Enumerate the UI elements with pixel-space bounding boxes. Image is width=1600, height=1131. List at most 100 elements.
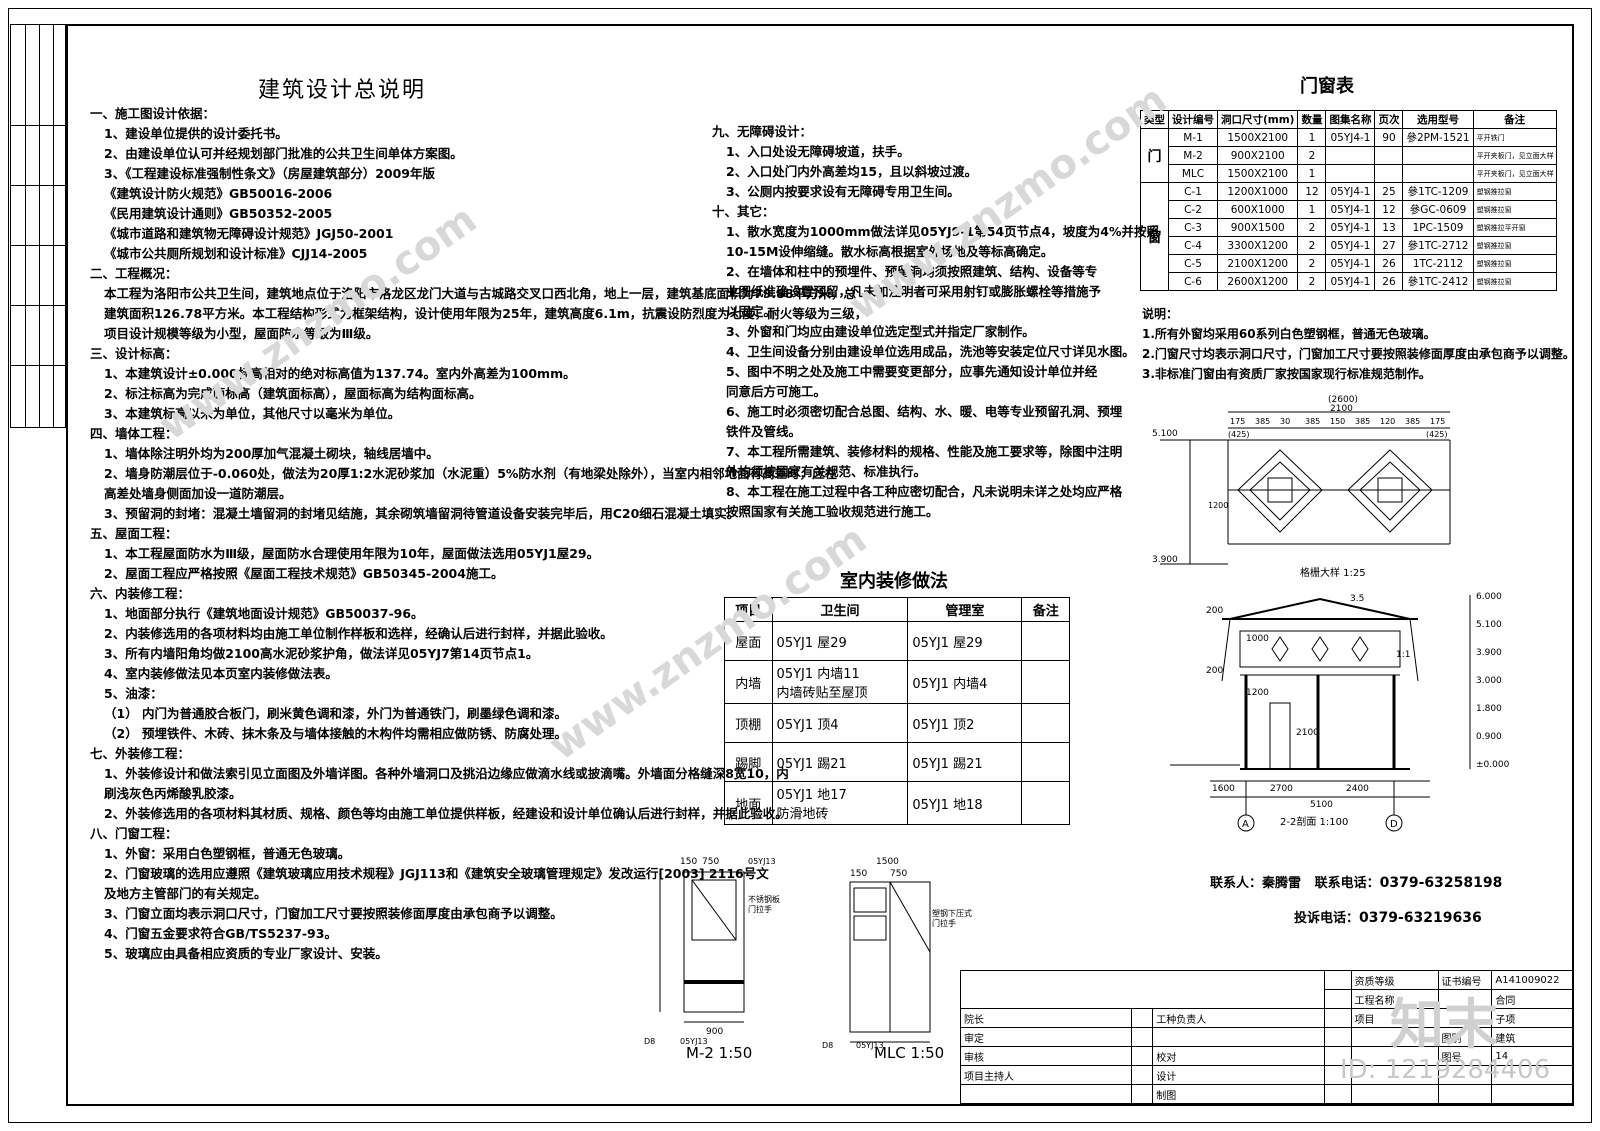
dw-cell: M-2 bbox=[1168, 146, 1218, 165]
m2-ref-2: D8 bbox=[644, 1037, 655, 1046]
text-line: （1） 内门为普通胶合板门，刷米黄色调和漆，外门为普通铁门，刷墨绿色调和漆。 bbox=[104, 706, 568, 721]
mlc-dim-1500: 1500 bbox=[876, 857, 899, 867]
dw-note: 2.门窗尺寸均表示洞口尺寸，门窗加工尺寸要按照装修面厚度由承包商予以调整。 bbox=[1142, 347, 1575, 361]
mlc-ref-2: 05YJ13 bbox=[856, 1041, 884, 1050]
grille-dim: 120 bbox=[1380, 417, 1395, 426]
door-window-title: 门窗表 bbox=[1300, 76, 1354, 97]
text-line: 1、墙体除注明外均为200厚加气混凝土砌块，轴线居墙中。 bbox=[104, 446, 439, 461]
finish-cell: 屋面 bbox=[724, 621, 773, 661]
dw-cell: 05YJ4-1 bbox=[1325, 218, 1376, 237]
section-dim-5100: 5100 bbox=[1310, 800, 1333, 810]
section-level: 5.100 bbox=[1476, 620, 1502, 630]
text-line: 2、内装修选用的各项材料均由施工单位制作样板和选样，经确认后进行封样，并据此验收… bbox=[104, 626, 613, 641]
dw-header: 洞口尺寸(mm) bbox=[1216, 110, 1299, 129]
text-line: 10-15M设伸缩缝。散水标高根据室外场地及等标高确定。 bbox=[726, 244, 1054, 259]
dw-cell: 1TC-2112 bbox=[1402, 254, 1474, 273]
text-line: 1、建设单位提供的设计委托书。 bbox=[104, 126, 288, 141]
mlc-note-1: 塑钢下压式 bbox=[932, 908, 972, 918]
role-draw: 制图 bbox=[1152, 1084, 1325, 1104]
dw-cell: MLC bbox=[1168, 164, 1218, 183]
door-mlc-elevation: 1500 150 750 塑钢下压式 门拉手 D8 05YJ13 MLC 1:5… bbox=[822, 857, 972, 1062]
finish-cell: 05YJ1 内墙4 bbox=[907, 660, 1023, 704]
text-line: 4、室内装修做法见本页室内装修做法表。 bbox=[104, 666, 338, 681]
dw-cell: 600X1000 bbox=[1216, 200, 1299, 219]
dw-cell: 參1TC-2712 bbox=[1402, 236, 1474, 255]
dw-cell: 平开夹板门，见立面大样 bbox=[1472, 146, 1557, 165]
dw-cell: 塑钢推拉窗 bbox=[1472, 182, 1557, 201]
text-line: 外均须按国家有关规范、标准执行。 bbox=[726, 464, 927, 479]
grille-dim: 385 bbox=[1255, 417, 1270, 426]
dw-cell: 1200X1000 bbox=[1216, 182, 1299, 201]
grille-dim: 385 bbox=[1355, 417, 1370, 426]
dw-cell: 3300X1200 bbox=[1216, 236, 1299, 255]
text-line: 《城市公共厕所规划和设计标准》CJJ14-2005 bbox=[104, 246, 368, 261]
finish-header: 管理室 bbox=[907, 597, 1023, 622]
text-line: 建筑面积126.78平方米。本工程结构形式为框架结构，设计使用年限为25年，建筑… bbox=[104, 306, 868, 321]
grille-dim-overall: (2600) bbox=[1328, 395, 1358, 405]
finish-cell: 05YJ1 地18 bbox=[907, 781, 1023, 825]
text-line: 2、在墙体和柱中的预埋件、预留洞均须按照建筑、结构、设备等专 bbox=[726, 264, 1098, 279]
dw-cell: 900X1500 bbox=[1216, 218, 1299, 237]
text-line: 项目设计规模等级为小型，屋面防水等级为Ⅲ级。 bbox=[104, 326, 379, 341]
grille-dim: 385 bbox=[1305, 417, 1320, 426]
dw-cell: 05YJ4-1 bbox=[1325, 254, 1376, 273]
design-notes-left: 一、施工图设计依据：1、建设单位提供的设计委托书。2、由建设单位认可并经规划部门… bbox=[90, 104, 867, 964]
dw-cell: 參GC-0609 bbox=[1402, 200, 1474, 219]
dw-cell: 12 bbox=[1297, 182, 1327, 201]
finish-cell: 地面 bbox=[724, 781, 773, 825]
section-dim-2700: 2700 bbox=[1270, 784, 1293, 794]
dw-cell bbox=[1402, 146, 1474, 165]
door-window-notes: 说明：1.所有外窗均采用60系列白色塑钢框，普通无色玻璃。2.门窗尺寸均表示洞口… bbox=[1142, 304, 1575, 384]
dw-cell: C-5 bbox=[1168, 254, 1218, 273]
grille-caption: 格栅大样 1:25 bbox=[1300, 566, 1366, 579]
grille-dim: 30 bbox=[1280, 417, 1290, 426]
text-line: 7、本工程所需建筑、装修材料的规格、性能及施工要求等，除图中注明 bbox=[726, 444, 1123, 459]
outer-border bbox=[8, 8, 1592, 1123]
dw-cell bbox=[1325, 146, 1376, 165]
section-dim-1600: 1600 bbox=[1212, 784, 1235, 794]
text-line: 3、公厕内按要求设有无障碍专用卫生间。 bbox=[726, 184, 960, 199]
section-dim-200b: 200 bbox=[1206, 666, 1223, 676]
finish-cell: 05YJ1 踢21 bbox=[771, 742, 909, 782]
grille-level-bottom: 3.900 bbox=[1152, 555, 1178, 565]
design-notes-middle: 九、无障碍设计：1、入口处设无障碍坡道，扶手。2、入口处门内外高差均15，且以斜… bbox=[712, 122, 1159, 522]
m2-caption: M-2 1:50 bbox=[686, 1044, 752, 1062]
mlc-dim-150: 150 bbox=[850, 869, 867, 879]
dw-cell: 90 bbox=[1374, 128, 1404, 147]
section-level: 6.000 bbox=[1476, 592, 1502, 602]
dw-cell bbox=[1374, 164, 1404, 183]
section-axis-d: D bbox=[1390, 819, 1398, 830]
dw-cell: 2 bbox=[1297, 236, 1327, 255]
finish-cell: 05YJ1 屋29 bbox=[907, 621, 1023, 661]
dw-note: 说明： bbox=[1142, 307, 1179, 321]
dw-type: 门 bbox=[1140, 128, 1169, 183]
dw-note: 3.非标准门窗由有资质厂家按国家现行标准规范制作。 bbox=[1142, 367, 1431, 381]
section-level: 3.900 bbox=[1476, 648, 1502, 658]
finish-cell: 内墙 bbox=[724, 660, 773, 704]
role-design: 设计 bbox=[1152, 1065, 1325, 1085]
dw-cell: 2100X1200 bbox=[1216, 254, 1299, 273]
finish-cell bbox=[1021, 742, 1070, 782]
text-line: 九、无障碍设计： bbox=[712, 124, 813, 139]
finish-cell: 踢脚 bbox=[724, 742, 773, 782]
text-line: 3、所有内墙阳角均做2100高水泥砂浆护角，做法详见05YJ7第14页节点1。 bbox=[104, 646, 539, 661]
text-line: 十、其它： bbox=[712, 204, 775, 219]
section-axis-a: A bbox=[1242, 819, 1249, 830]
role-lead: 工种负责人 bbox=[1152, 1008, 1325, 1028]
dw-header: 图集名称 bbox=[1325, 110, 1376, 129]
role-check: 校对 bbox=[1152, 1046, 1325, 1066]
text-line: 以固定。 bbox=[726, 304, 777, 319]
dw-cell: 900X2100 bbox=[1216, 146, 1299, 165]
contact-label: 联系人： bbox=[1210, 876, 1263, 891]
complaint-tel-label: 投诉电话： bbox=[1294, 911, 1360, 926]
page-title: 建筑设计总说明 bbox=[258, 78, 427, 103]
mlc-note-2: 门拉手 bbox=[932, 918, 956, 928]
